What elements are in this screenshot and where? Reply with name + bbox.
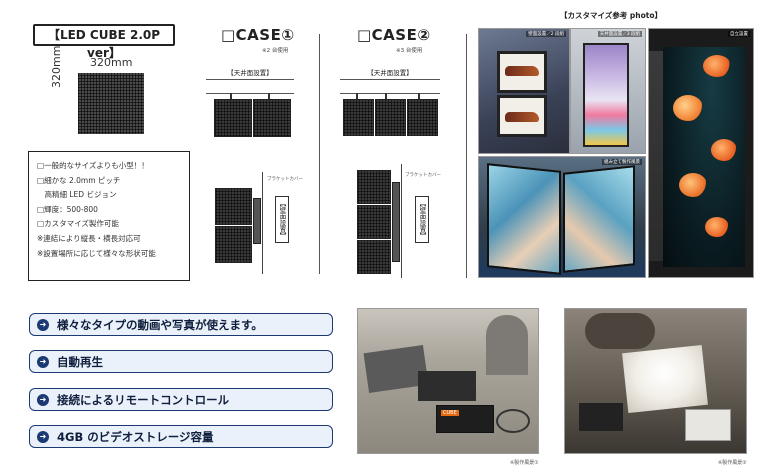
cube-face-left: [487, 163, 561, 275]
person-silhouette: [486, 315, 528, 375]
paper-sheet: [685, 409, 731, 441]
case1-ceiling-label: 【天井面設置】: [206, 66, 294, 80]
led-panel-image: [78, 73, 144, 134]
cable-coil: [496, 409, 530, 433]
photo-self-standing: 自立設置: [648, 28, 754, 278]
case2-note: ※3 台使用: [396, 48, 423, 54]
feature-bullet: ➜ 接続によるリモートコントロール: [29, 388, 333, 411]
controller-box: [579, 403, 623, 431]
case2-ceiling-module: [343, 99, 374, 136]
case1-wall-line: [262, 172, 263, 274]
photo-cube-construction: 組み立て製作風景: [478, 156, 646, 278]
feature-bullet: ➜ 自動再生: [29, 350, 333, 373]
feature-bullet: ➜ 4GB のビデオストレージ容量: [29, 425, 333, 448]
case2-ceiling-label: 【天井面設置】: [340, 66, 440, 80]
case2-wall-module: [357, 205, 391, 239]
height-dimension-label: 320mm: [50, 45, 63, 88]
jellyfish-shape: [703, 55, 731, 77]
photo-label: 天井面設置／3 段組: [597, 31, 642, 37]
photo-ceiling-3-stack: 天井面設置／3 段組: [570, 28, 646, 154]
case1-ceiling-module: [214, 99, 252, 137]
arrow-right-circle-icon: ➜: [37, 318, 49, 331]
case1-bracket-label: ブラケットカバー: [267, 177, 303, 182]
shoe-image: [505, 66, 539, 76]
screen-upper: [497, 51, 547, 93]
workshop-caption-2: ※製作風景②: [718, 460, 747, 466]
arrow-right-circle-icon: ➜: [37, 393, 49, 406]
case1-wall-label: 【壁面設置】: [275, 196, 289, 243]
case2-bracket: [392, 182, 400, 262]
case1-hanger-rod: [268, 93, 270, 99]
jellyfish-screen: [663, 47, 745, 267]
led-module: [418, 371, 476, 401]
cube-side: [649, 51, 663, 261]
case1-title: □CASE①: [221, 26, 295, 44]
case2-wall-module: [357, 240, 391, 274]
feature-item: □細かな 2.0mm ピッチ: [37, 175, 121, 185]
section-divider: [466, 34, 467, 278]
product-title: 【LED CUBE 2.0P ver】: [33, 24, 175, 60]
feature-item: 高精細 LED ビジョン: [37, 190, 117, 200]
jellyfish-shape: [673, 95, 703, 121]
photo-label: 自立設置: [728, 31, 750, 37]
case1-wall-module: [215, 226, 252, 263]
bullet-text: 接続によるリモートコントロール: [57, 392, 230, 407]
case2-wall-label: 【壁面設置】: [415, 196, 429, 243]
bright-led-panel: [622, 344, 708, 414]
controller-box: CUBE: [436, 405, 494, 433]
case1-hanger-rod: [230, 93, 232, 99]
feature-item: □カスタマイズ製作可能: [37, 219, 119, 229]
photo-label: 壁面設置／2 段組: [526, 31, 566, 37]
photo-workshop-2: [564, 308, 747, 454]
photo-label: 組み立て製作風景: [602, 159, 642, 165]
photos-title: 【カスタマイズ参考 photo】: [560, 11, 662, 20]
screen-stack: [583, 43, 629, 147]
bullet-text: 4GB のビデオストレージ容量: [57, 429, 214, 444]
person-silhouette: [585, 313, 655, 349]
width-dimension-label: 320mm: [90, 56, 133, 69]
case2-ceiling-line: [340, 93, 440, 94]
case-divider: [319, 34, 320, 274]
feature-list: □一般的なサイズよりも小型！！ □細かな 2.0mm ピッチ 高精細 LED ビ…: [28, 151, 190, 281]
shoe-image: [505, 112, 539, 122]
feature-item: ※連結により縦長・横長対応可: [37, 233, 141, 243]
case2-wall-line: [401, 164, 402, 278]
feature-item: □輝度：500-800: [37, 204, 98, 214]
case2-wall-module: [357, 170, 391, 204]
case1-note: ※2 台使用: [262, 48, 289, 54]
case2-hanger-rod: [385, 93, 387, 99]
feature-item: ※設置場所に応じて様々な形状可能: [37, 248, 156, 258]
case2-hanger-rod: [356, 93, 358, 99]
jellyfish-shape: [705, 217, 729, 237]
arrow-right-circle-icon: ➜: [37, 355, 49, 368]
bullet-text: 様々なタイプの動画や写真が使えます。: [57, 317, 263, 332]
workshop-caption-1: ※製作風景①: [510, 460, 539, 466]
case2-bracket-label: ブラケットカバー: [405, 173, 441, 178]
bullet-text: 自動再生: [57, 354, 103, 369]
device-label: CUBE: [441, 410, 459, 416]
jellyfish-shape: [679, 173, 707, 197]
screen-lower: [497, 95, 547, 137]
feature-item: □一般的なサイズよりも小型！！: [37, 161, 149, 170]
photo-workshop-1: CUBE: [357, 308, 539, 454]
case1-bracket: [253, 198, 261, 244]
jellyfish-shape: [711, 139, 737, 161]
case1-wall-module: [215, 188, 252, 225]
feature-bullet: ➜ 様々なタイプの動画や写真が使えます。: [29, 313, 333, 336]
cube-face-right: [563, 165, 635, 273]
arrow-right-circle-icon: ➜: [37, 430, 49, 443]
case2-title: □CASE②: [357, 26, 431, 44]
photo-wall-2-stack: 壁面設置／2 段組: [478, 28, 570, 154]
case2-ceiling-module: [375, 99, 406, 136]
case2-hanger-rod: [418, 93, 420, 99]
case1-ceiling-module: [253, 99, 291, 137]
case1-ceiling-line: [206, 93, 294, 94]
case2-ceiling-module: [407, 99, 438, 136]
